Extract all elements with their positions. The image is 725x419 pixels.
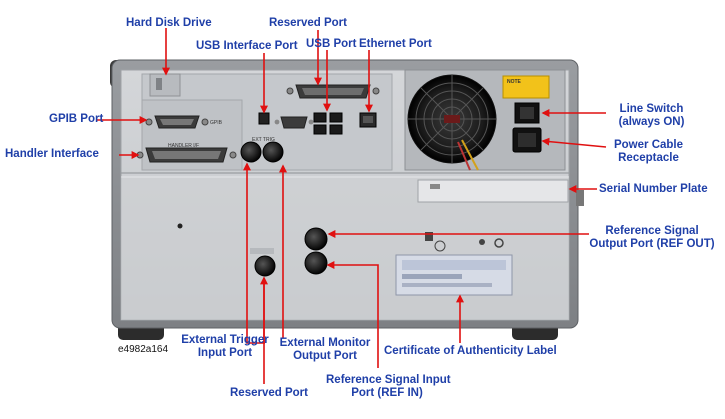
gpib-text: GPIB — [210, 120, 222, 126]
ext-trig-bnc-group — [240, 141, 284, 163]
label-usb-interface-port: USB Interface Port — [196, 40, 298, 52]
handler-interface-port — [136, 147, 237, 163]
label-external-monitor-line1: External Monitor — [279, 337, 371, 349]
label-ref-in-line1: Reference Signal Input — [326, 374, 451, 386]
usb-ports — [313, 112, 343, 135]
figure-id: e4982a164 — [118, 344, 169, 355]
label-external-monitor-line2: Output Port — [293, 350, 357, 362]
usb-interface-port — [258, 112, 270, 125]
label-gpib-port: GPIB Port — [49, 113, 104, 125]
label-serial-number-plate: Serial Number Plate — [599, 183, 708, 195]
label-certificate-of-authenticity: Certificate of Authenticity Label — [384, 345, 557, 357]
label-line-switch-line1: Line Switch — [619, 103, 684, 115]
label-power-cable-line1: Power Cable — [613, 139, 684, 151]
note-label — [502, 75, 550, 99]
reserved-port-top — [286, 84, 380, 99]
label-line-switch-line2: (always ON) — [618, 116, 685, 128]
ext-trig-text: EXT TRIG — [252, 137, 275, 143]
label-handler-interface: Handler Interface — [5, 148, 99, 160]
label-external-trigger: External Trigger Input Port — [176, 334, 274, 360]
db9-connector — [274, 116, 314, 129]
label-ref-out-line1: Reference Signal — [605, 225, 699, 237]
compliance-marks — [425, 232, 504, 252]
reserved-bnc-bottom — [254, 255, 276, 277]
ref-out-bnc — [304, 227, 328, 251]
label-usb-port: USB Port — [306, 38, 357, 50]
serial-number-plate — [417, 179, 569, 203]
ethernet-port — [359, 112, 377, 128]
ref-in-bnc — [304, 251, 328, 275]
handler-text: HANDLER I/F — [168, 143, 200, 149]
label-power-cable-receptacle: Power Cable Receptacle — [606, 139, 691, 165]
label-reserved-port-top: Reserved Port — [269, 17, 347, 29]
certificate-of-authenticity-label — [395, 254, 513, 296]
gpib-port — [145, 115, 209, 129]
note-label-text: NOTE — [507, 79, 521, 85]
label-external-monitor: External Monitor Output Port — [279, 337, 371, 363]
label-ethernet-port: Ethernet Port — [359, 38, 432, 50]
label-external-trigger-line2: Input Port — [197, 347, 253, 359]
label-ref-out: Reference Signal Output Port (REF OUT) — [584, 225, 720, 251]
label-ref-out-line2: Output Port (REF OUT) — [589, 238, 715, 250]
label-hard-disk-drive: Hard Disk Drive — [126, 17, 212, 29]
label-line-switch: Line Switch (always ON) — [609, 103, 694, 129]
callout-arrows — [97, 28, 607, 384]
label-reserved-port-bottom: Reserved Port — [230, 387, 308, 399]
label-ref-in: Reference Signal Input Port (REF IN) — [326, 374, 451, 400]
label-external-trigger-line1: External Trigger — [181, 334, 269, 346]
label-ref-in-line2: Port (REF IN) — [351, 387, 423, 399]
label-power-cable-line2: Receptacle — [618, 152, 679, 164]
hard-disk-drive — [149, 73, 181, 97]
power-supply-module — [404, 69, 566, 171]
